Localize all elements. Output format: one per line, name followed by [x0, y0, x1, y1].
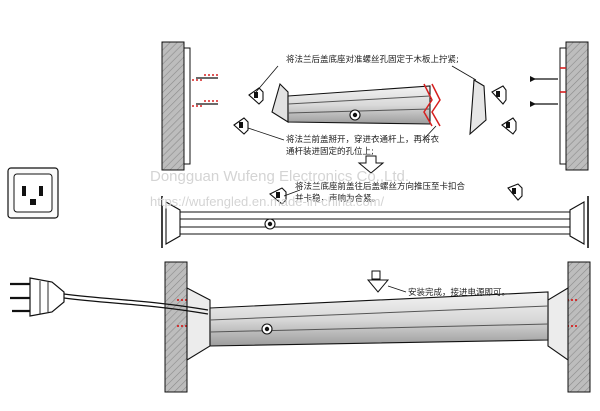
done-checkmark-icon — [366, 270, 407, 293]
down-arrow — [357, 155, 385, 174]
top-left-screws — [192, 74, 218, 107]
leader-lines — [247, 65, 477, 141]
step-2-caption-line-2: 通杆装进固定的孔位上; — [286, 147, 374, 157]
top-left-flange-caps — [233, 87, 264, 135]
bottom-rod-assembly — [186, 287, 569, 362]
step-3-caption-line-2: 并卡稳，声响为合紧。 — [295, 194, 381, 204]
step-2-caption-line-1: 将法兰前盖掰开，穿进衣通杆上，再将衣 — [286, 135, 440, 145]
step-4-caption: 安装完成，接进电源即可。 — [408, 288, 511, 298]
top-rod-front-cover — [271, 82, 441, 127]
top-right-wall — [559, 41, 589, 171]
plug-cable — [63, 293, 209, 315]
power-socket-icon — [7, 167, 59, 219]
middle-flange-caps — [269, 183, 523, 205]
power-plug-icon — [10, 277, 65, 317]
top-right-screws — [530, 76, 558, 107]
step-1-caption: 将法兰后盖底座对准螺丝孔固定于木板上拧紧; — [286, 55, 459, 65]
top-right-flange-cover — [469, 79, 517, 136]
top-left-wall — [161, 41, 191, 171]
watermark-company: Dongguan Wufeng Electronics Co.,Ltd. — [150, 168, 410, 185]
step-3-caption-line-1: 将法兰底座前盖往后盖螺丝方向推压至卡扣合 — [295, 182, 466, 192]
watermark-url: https://wufengled.en.made-in-china.com/ — [150, 194, 385, 209]
middle-rod-assembly — [161, 196, 589, 248]
